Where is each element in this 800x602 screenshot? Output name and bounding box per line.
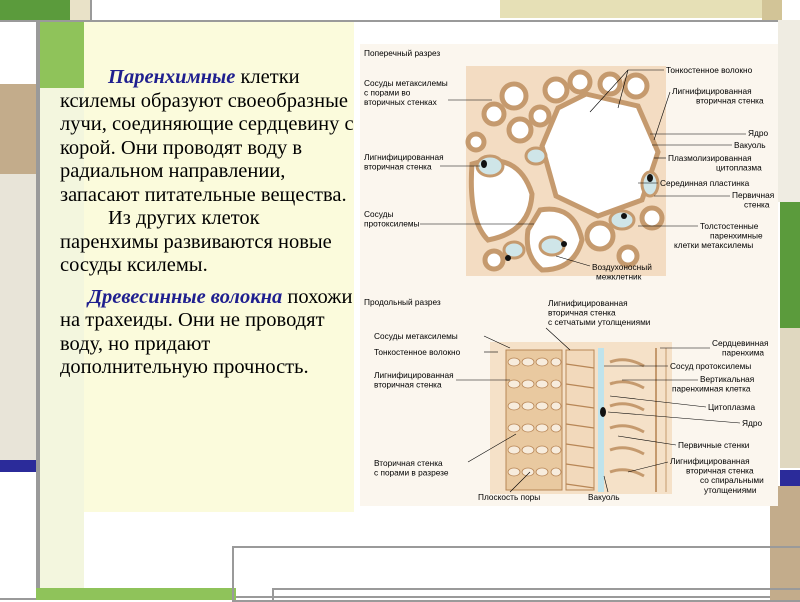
label-vacuole-cross: Вакуоль	[734, 140, 766, 150]
cross-section-title: Поперечный разрез	[364, 48, 440, 58]
paragraph-new-vessels: Из других клеток паренхимы развиваются н…	[60, 207, 360, 278]
label-cytoplasm-longi: Цитоплазма	[708, 402, 755, 412]
new-vessels-text: Из других клеток паренхимы развиваются н…	[60, 207, 332, 276]
xylem-figure: Поперечный разрез Продольный разрез Сосу…	[360, 44, 778, 506]
label-thin-fiber-cross: Тонкостенное волокно	[666, 65, 753, 75]
text-panel: Паренхимные клетки ксилемы образуют свое…	[60, 66, 360, 380]
longitudinal-section-image	[490, 342, 672, 494]
parenchyma-description: клетки ксилемы образуют своеобразные луч…	[60, 66, 354, 206]
label-primary-walls: Первичные стенки	[678, 440, 750, 450]
label-thin-fiber-longi: Тонкостенное волокно	[374, 347, 461, 357]
paragraph-wood-fibers: Древесинные волокна похожи на трахеиды. …	[60, 286, 360, 380]
cross-section-image	[465, 66, 666, 276]
label-pore-plane: Плоскость поры	[478, 492, 540, 502]
term-wood-fibers: Древесинные волокна	[88, 285, 283, 308]
label-middle-lamella: Серединная пластинка	[660, 178, 750, 188]
paragraph-parenchyma: Паренхимные клетки ксилемы образуют свое…	[60, 66, 360, 207]
label-metaxylem-longi: Сосуды метаксилемы	[374, 331, 458, 341]
label-nucleus-cross: Ядро	[748, 128, 768, 138]
label-nucleus-longi: Ядро	[742, 418, 762, 428]
xylem-diagram: Поперечный разрез Продольный разрез Сосу…	[364, 48, 774, 502]
wood-fibers-description: похожи на трахеиды. Они не проводят воду…	[60, 285, 353, 379]
label-protoxylem-vessel: Сосуд протоксилемы	[670, 361, 751, 371]
term-parenchyma: Паренхимные	[108, 66, 236, 88]
label-vacuole-longi: Вакуоль	[588, 492, 620, 502]
longitudinal-section-title: Продольный разрез	[364, 297, 441, 307]
